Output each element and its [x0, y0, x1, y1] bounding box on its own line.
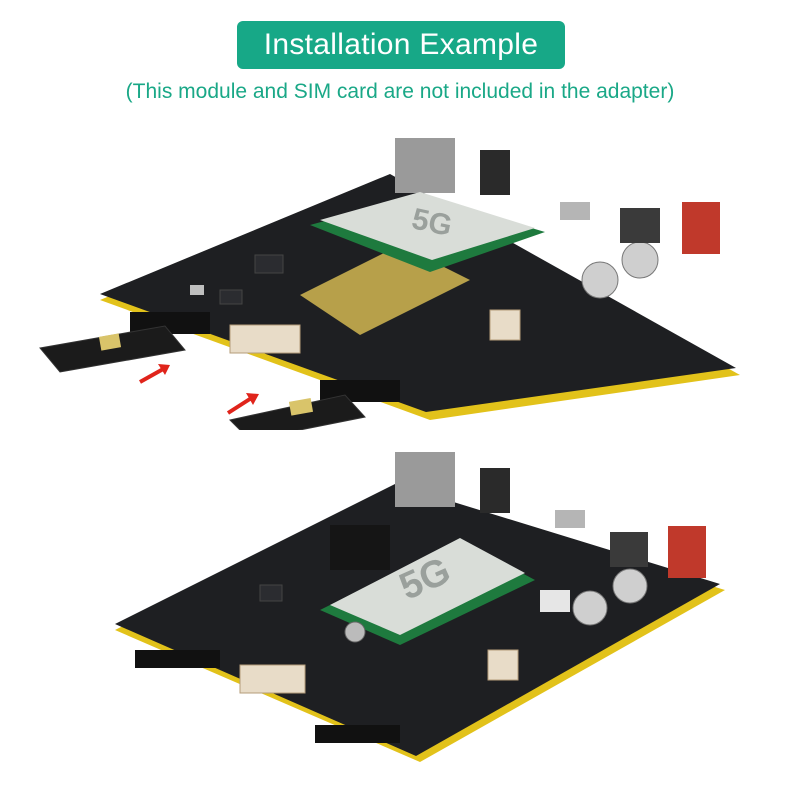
connector [480, 468, 510, 513]
arrow-icon [158, 364, 170, 375]
dc-jack [610, 532, 648, 567]
page-title: Installation Example [237, 21, 565, 69]
connector [480, 150, 510, 195]
chip [219, 289, 243, 305]
sim-chip [288, 398, 314, 416]
module-label: 5G [409, 202, 455, 243]
sim-slot [135, 650, 220, 668]
sim-chip [98, 333, 122, 351]
arrow-icon [246, 393, 259, 405]
connector-icon [487, 649, 519, 681]
capacitor-icon [572, 590, 608, 626]
connector-icon [229, 324, 301, 354]
ethernet-shield [395, 138, 455, 193]
sim-slot [315, 725, 400, 743]
usb-port-icon [560, 202, 590, 220]
component [540, 590, 570, 612]
5g-module-icon [330, 538, 525, 635]
adapter-board-after-install: 5G [115, 452, 725, 762]
capacitor-icon [581, 261, 619, 299]
ethernet-shield [395, 452, 455, 507]
adapter-board-before-install: 5G [39, 138, 740, 430]
page-subtitle: (This module and SIM card are not includ… [125, 80, 675, 103]
sim-card-icon [39, 325, 186, 373]
connector-icon [489, 309, 521, 341]
usb-port-icon [555, 510, 585, 528]
dc-jack [620, 208, 660, 243]
capacitor-icon [612, 568, 648, 604]
capacitor-icon [621, 241, 659, 279]
switch-icon [668, 526, 706, 578]
switch-icon [682, 202, 720, 254]
module-screw [344, 621, 366, 643]
arrow-icon [139, 366, 166, 384]
arrow-icon [226, 395, 255, 415]
connector-icon [239, 664, 306, 694]
chip [190, 285, 204, 295]
chip [259, 584, 283, 602]
5g-module-icon [320, 192, 535, 260]
chip [254, 254, 284, 274]
chip [330, 525, 390, 570]
